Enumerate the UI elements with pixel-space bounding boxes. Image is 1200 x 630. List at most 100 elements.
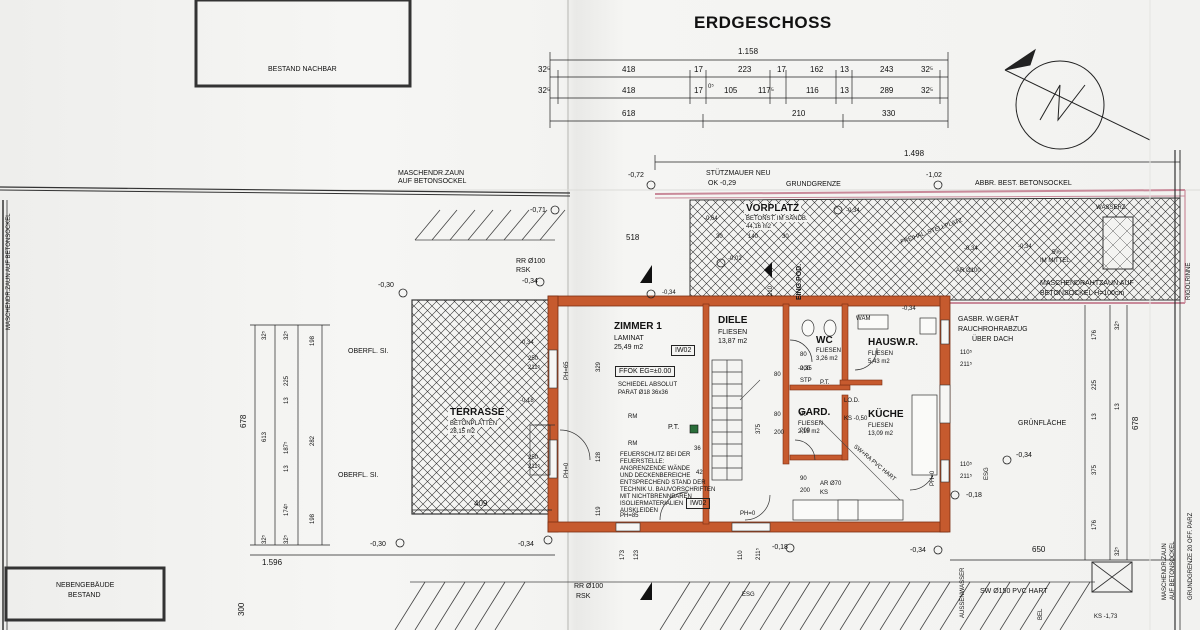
gasbr-label: RAUCHROHRABZUG (958, 326, 1028, 333)
rigolrinne-label: RIGOLRINNE (1186, 262, 1192, 300)
level-mark: -0,18 (520, 398, 534, 404)
level-mark: -0,72 (628, 172, 644, 179)
eingpod-label: EING.POD. (796, 263, 803, 300)
gruenflaeche-label: GRÜNFLÄCHE (1018, 420, 1067, 427)
level-mark: -0,64 (704, 216, 718, 222)
dim: 13 (840, 65, 849, 74)
dim-total: 678 (1131, 416, 1140, 430)
dim: 32⁵ (262, 330, 268, 340)
dim: 176 (1092, 519, 1098, 530)
dim: 32⁵ (284, 330, 290, 340)
bel-label: BEL (1038, 608, 1044, 620)
dim: 13 (840, 86, 849, 95)
dim: 250 (528, 356, 539, 362)
room-gard-name: GARD. (798, 407, 831, 418)
room-zimmer-name: ZIMMER 1 (614, 321, 662, 332)
drain-label: AR Ø100 (956, 268, 981, 274)
surface-label: OBERFL. SI. (348, 348, 389, 355)
drawing-title: ERDGESCHOSS (694, 13, 832, 32)
dim: 105 (724, 86, 738, 95)
level-mark: -0,71 (530, 207, 546, 214)
dim: 198 (310, 513, 316, 524)
ph-label: PH=0 (930, 470, 936, 486)
dim: 1.498 (904, 149, 925, 158)
dim: 13 (1092, 413, 1098, 420)
fence-label-left: MASCHENDR.ZAUN AUF BETONSOCKEL (6, 213, 12, 330)
slope-label: 5% (1052, 250, 1061, 256)
dim: 32⁵ (538, 65, 551, 74)
neighbor-building (194, 0, 412, 88)
dim-total: 678 (239, 414, 248, 428)
dim: 211⁵ (756, 547, 762, 560)
level-mark: -0,30 (370, 541, 386, 548)
fence-label-right: AUF BETONSOCKEL (1170, 541, 1176, 600)
dim: 110 (738, 550, 744, 560)
wall-type-tag: IW02 (671, 345, 696, 356)
dim: 243 (880, 65, 894, 74)
level-mark: -0,34 (522, 278, 538, 285)
dim: 162 (810, 65, 824, 74)
level-mark: -0,18 (772, 544, 788, 551)
dim: 90 (800, 412, 807, 418)
level-mark: -0,35 (798, 366, 812, 372)
wam-label: WAM (856, 316, 871, 322)
dim: 90 (800, 476, 807, 482)
level-mark: -0,02 (728, 256, 742, 262)
dim: 32⁵ (284, 534, 290, 544)
level-mark: -0,34 (662, 290, 676, 296)
fence-label: AUF BETONSOCKEL (398, 178, 467, 185)
dim: 187⁵ (284, 441, 290, 455)
ph-label: PH=0 (740, 511, 756, 517)
grundgrenze-label: GRUNDGRENZE (786, 181, 841, 188)
north-arrow (1004, 48, 1151, 150)
level-mark: -0,34 (964, 246, 978, 252)
dim: 17 (777, 65, 786, 74)
esg-label: ESG (742, 592, 755, 598)
dim: 13 (1115, 403, 1121, 410)
ph-label: PH=0 (564, 462, 570, 478)
dim: 80 (800, 352, 807, 358)
dim: 1.596 (262, 558, 283, 567)
sewer-label: KS -1,73 (1094, 614, 1118, 620)
stuetzmauer-level: OK -0,29 (708, 180, 737, 187)
dim: 36 (694, 446, 701, 452)
sewer-label: SW Ø150 PVC HART (980, 588, 1048, 595)
drain-label: AR Ø70 (820, 481, 842, 487)
level-mark: -0,30 (378, 282, 394, 289)
dim: 282 (310, 435, 316, 446)
room-gard-area: 2,18 m2 (798, 429, 820, 435)
dim: 140 (748, 234, 759, 240)
water-meter-label: WASSERZ. (1096, 205, 1128, 211)
dim: 80 (774, 372, 781, 378)
outdoor-water-label: AUSSENWASSER (960, 567, 966, 618)
dim: 32⁵ (1115, 320, 1121, 330)
drain-label: RSK (576, 593, 591, 600)
dim: 17 (694, 86, 703, 95)
dim: 32⁵ (921, 86, 934, 95)
dim: 200 (800, 366, 811, 372)
dim: 13 (284, 465, 290, 472)
dim: 518 (626, 233, 640, 242)
fire-note: UND DECKENBEREICHE (620, 473, 691, 479)
room-diele-name: DIELE (718, 315, 748, 326)
dim: 200 (800, 488, 811, 494)
dim: 116 (806, 86, 819, 95)
dim: 30 (782, 234, 789, 240)
room-kueche-area: 13,09 m2 (868, 431, 894, 437)
dim: 418 (622, 65, 636, 74)
drain-label: LO.D. (844, 398, 860, 404)
stp-label: STP (800, 378, 812, 384)
surface-label: OBERFL. SI. (338, 472, 379, 479)
level-mark: -0,34 (518, 541, 534, 548)
dim: 30 (716, 234, 723, 240)
drain-label: KS -0,50 (844, 416, 868, 422)
dim: 0⁵ (708, 84, 714, 90)
fire-note: MIT NICHTBRENNBAREN (620, 494, 692, 500)
drain-label: RR Ø100 (516, 258, 546, 265)
room-terrasse-name: TERRASSE (448, 407, 507, 418)
rm-label: RM (628, 441, 638, 447)
level-mark: -0,34 (1016, 452, 1032, 459)
drain-label: RR Ø100 (574, 583, 604, 590)
grundgrenze-right-label: GRUNDGRENZE 20 OFF. PARZ (1188, 512, 1194, 600)
